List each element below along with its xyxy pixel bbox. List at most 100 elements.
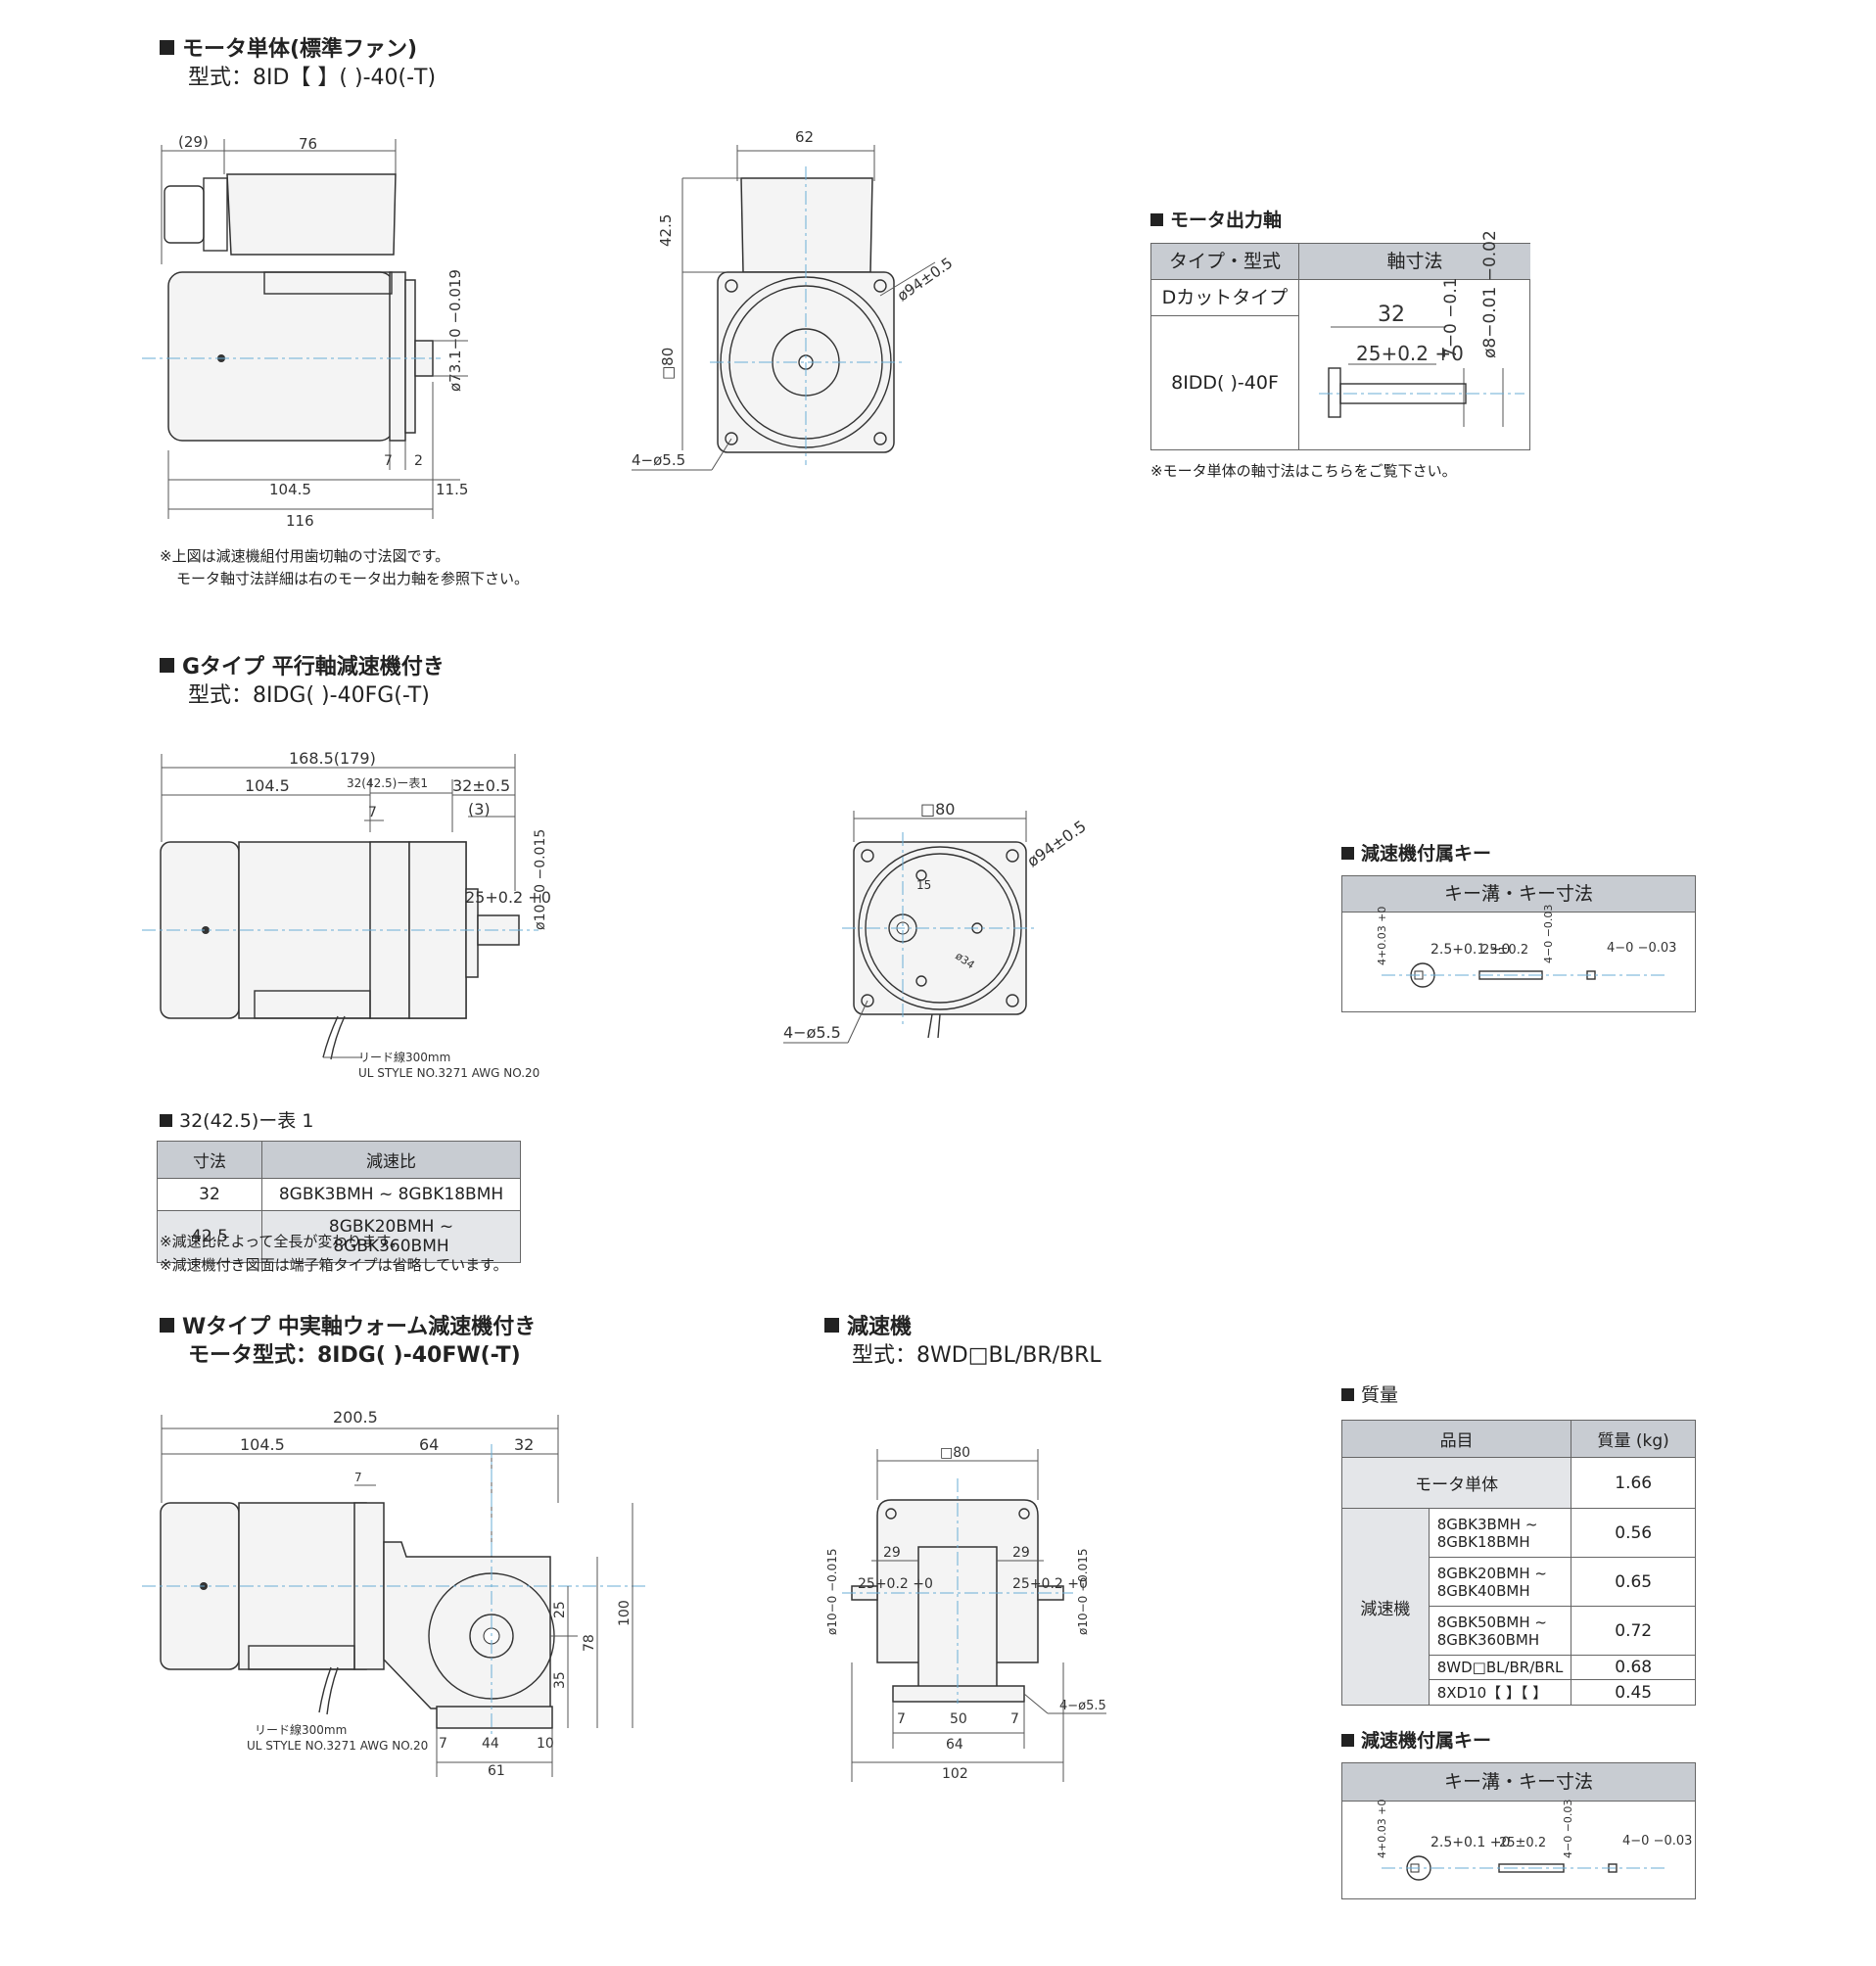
w-dim-44: 44 bbox=[482, 1736, 499, 1752]
g-front-15: 15 bbox=[916, 878, 931, 892]
dim-62: 62 bbox=[795, 128, 814, 146]
key2-title-text: 減速機付属キー bbox=[1361, 1730, 1492, 1752]
r-dim-25a: 25+0.2 +0 bbox=[858, 1576, 933, 1592]
key2-d25: 2.5+0.1 +0 bbox=[1430, 1835, 1510, 1850]
shaft-col-dim: 軸寸法 bbox=[1299, 244, 1530, 280]
shaft-row-model: 8IDD( )-40F bbox=[1151, 316, 1299, 449]
mass-r1b: 0.56 bbox=[1571, 1508, 1696, 1558]
mass-motor-v: 1.66 bbox=[1571, 1457, 1696, 1509]
square-bullet-icon bbox=[160, 1318, 174, 1333]
t1-h1: 寸法 bbox=[157, 1141, 262, 1179]
key1-header: キー溝・キー寸法 bbox=[1342, 876, 1695, 913]
key2-d4b: 4−0 −0.03 bbox=[1622, 1834, 1692, 1849]
w-dim-64: 64 bbox=[419, 1435, 439, 1454]
w-dim-1045: 104.5 bbox=[240, 1435, 285, 1454]
w-dim-2005: 200.5 bbox=[333, 1408, 378, 1427]
mass-r2a: 8GBK20BMH ~ 8GBK40BMH bbox=[1428, 1557, 1572, 1607]
r-dim-29a: 29 bbox=[883, 1545, 901, 1561]
t1-note1: ※減速比によって全長が変わります。 bbox=[160, 1233, 404, 1250]
key1-title-text: 減速機付属キー bbox=[1361, 843, 1492, 865]
w-dim-25: 25 bbox=[552, 1601, 568, 1618]
dim-76: 76 bbox=[299, 135, 317, 153]
w-dim-10: 10 bbox=[537, 1736, 554, 1752]
g-dim-1685: 168.5(179) bbox=[289, 749, 376, 768]
dim-2: 2 bbox=[414, 453, 423, 469]
square-bullet-icon bbox=[160, 40, 174, 55]
key1-d25: 2.5+0.1 +0 bbox=[1430, 942, 1510, 958]
t1-r2b: 8GBK20BMH ~ 8GBK360BMH bbox=[261, 1210, 521, 1263]
mass-r4b: 0.68 bbox=[1571, 1655, 1696, 1680]
mass-r5b: 0.45 bbox=[1571, 1679, 1696, 1706]
mass-title: 質量 bbox=[1341, 1381, 1398, 1407]
key2-d4: 4+0.03 +0 bbox=[1376, 1800, 1388, 1858]
g-front-80: □80 bbox=[920, 800, 955, 819]
key1-d2502: 25±0.2 bbox=[1481, 943, 1528, 958]
g-dim-10: ø10−0 −0.015 bbox=[533, 829, 548, 930]
mass-r5a: 8XD10【 】【 】 bbox=[1428, 1679, 1572, 1706]
r-dim-29b: 29 bbox=[1012, 1545, 1030, 1561]
g-dim-tab: 32(42.5)ー表1 bbox=[347, 776, 428, 790]
dim-80: □80 bbox=[659, 348, 677, 380]
square-bullet-icon bbox=[1341, 847, 1354, 860]
mass-r3a: 8GBK50BMH ~ 8GBK360BMH bbox=[1428, 1606, 1572, 1656]
key2-title: 減速機付属キー bbox=[1341, 1726, 1491, 1753]
r-dim-80: □80 bbox=[940, 1445, 970, 1461]
reducer-front-drawing: □80 29 29 25+0.2 +0 25+0.2 +0 ø10−0 −0.0… bbox=[825, 1445, 1106, 1782]
mass-group: 減速機 bbox=[1341, 1508, 1430, 1706]
shaft-drawing: 32 25+0.2 +0 7−0 −0.1 ø8−0.01 −0.02 bbox=[1319, 230, 1524, 427]
section-title-wtype: Wタイプ 中実軸ウォーム減速機付き bbox=[160, 1314, 536, 1340]
square-bullet-icon bbox=[1341, 1734, 1354, 1747]
w-dim-7b: 7 bbox=[439, 1736, 447, 1752]
key2-table: キー溝・キー寸法 4+0.03 +0 2.5+0.1 +0 25±0.2 4−0… bbox=[1341, 1762, 1696, 1899]
shaft-dim-8: ø8−0.01 −0.02 bbox=[1480, 230, 1500, 358]
g-dim-1045: 104.5 bbox=[245, 776, 290, 795]
square-bullet-icon bbox=[1150, 213, 1163, 226]
r-dim-50: 50 bbox=[950, 1711, 967, 1727]
t1-note2: ※減速機付き図面は端子箱タイプは省略しています。 bbox=[160, 1256, 508, 1274]
t1-title: 32(42.5)ー表 1 bbox=[160, 1106, 313, 1133]
w-dim-78: 78 bbox=[582, 1634, 597, 1652]
dim-116: 116 bbox=[286, 512, 314, 530]
shaft-table: タイプ・型式 軸寸法 Dカットタイプ 8IDD( )-40F 32 25+0.2… bbox=[1150, 230, 1530, 450]
mass-h2: 質量 (kg) bbox=[1571, 1420, 1696, 1458]
key1-drawing: 4+0.03 +0 2.5+0.1 +0 25±0.2 4−0 −0.03 4−… bbox=[1376, 905, 1676, 988]
shaft-dim-25: 25+0.2 +0 bbox=[1356, 342, 1464, 365]
square-bullet-icon bbox=[160, 1114, 172, 1127]
mass-r2b: 0.65 bbox=[1571, 1557, 1696, 1607]
key2-drawing: 4+0.03 +0 2.5+0.1 +0 25±0.2 4−0 −0.03 4−… bbox=[1376, 1800, 1692, 1881]
t1-r2a: 42.5 bbox=[157, 1210, 262, 1263]
shaft-title: モータ出力軸 bbox=[1150, 206, 1282, 232]
g-dim-25: 25+0.2 +0 bbox=[465, 888, 551, 907]
shaft-dim-32: 32 bbox=[1378, 303, 1405, 327]
square-bullet-icon bbox=[1341, 1388, 1354, 1401]
dim-7: 7 bbox=[384, 453, 393, 469]
g-dim-7: 7 bbox=[368, 805, 377, 820]
shaft-note: ※モータ単体の軸寸法はこちらをご覧下さい。 bbox=[1150, 462, 1457, 480]
key2-header: キー溝・キー寸法 bbox=[1342, 1763, 1695, 1802]
dim-55: 4−ø5.5 bbox=[632, 451, 685, 469]
t1-r1a: 32 bbox=[157, 1178, 262, 1211]
g-dim-3: (3) bbox=[468, 800, 491, 819]
key2-d2502: 25±0.2 bbox=[1499, 1836, 1546, 1850]
section-title-text: 減速機 bbox=[847, 1315, 913, 1339]
w-dim-61: 61 bbox=[488, 1763, 505, 1779]
r-dim-7b: 7 bbox=[1010, 1711, 1019, 1727]
section-title-gtype: Gタイプ 平行軸減速機付き bbox=[160, 654, 445, 680]
dim-425: 42.5 bbox=[657, 214, 675, 247]
key1-title: 減速機付属キー bbox=[1341, 839, 1491, 866]
shaft-title-text: モータ出力軸 bbox=[1170, 210, 1283, 231]
note-1: ※上図は減速機組付用歯切軸の寸法図です。 bbox=[160, 547, 450, 565]
section-title-text: モータ単体(標準ファン) bbox=[182, 37, 418, 62]
section-title-text: Wタイプ 中実軸ウォーム減速機付き bbox=[182, 1315, 537, 1339]
dim-1045: 104.5 bbox=[269, 481, 311, 498]
w-lead1: リード線300mm bbox=[255, 1722, 347, 1737]
shaft-dim-7: 7−0 −0.1 bbox=[1441, 277, 1461, 358]
square-bullet-icon bbox=[160, 658, 174, 673]
dim-115: 11.5 bbox=[436, 481, 468, 498]
dim-29: (29) bbox=[178, 133, 209, 151]
mass-r1a: 8GBK3BMH ~ 8GBK18BMH bbox=[1428, 1508, 1572, 1558]
key1-table: キー溝・キー寸法 4+0.03 +0 2.5+0.1 +0 25±0.2 4−0… bbox=[1341, 875, 1696, 1012]
r-dim-64: 64 bbox=[946, 1737, 963, 1753]
